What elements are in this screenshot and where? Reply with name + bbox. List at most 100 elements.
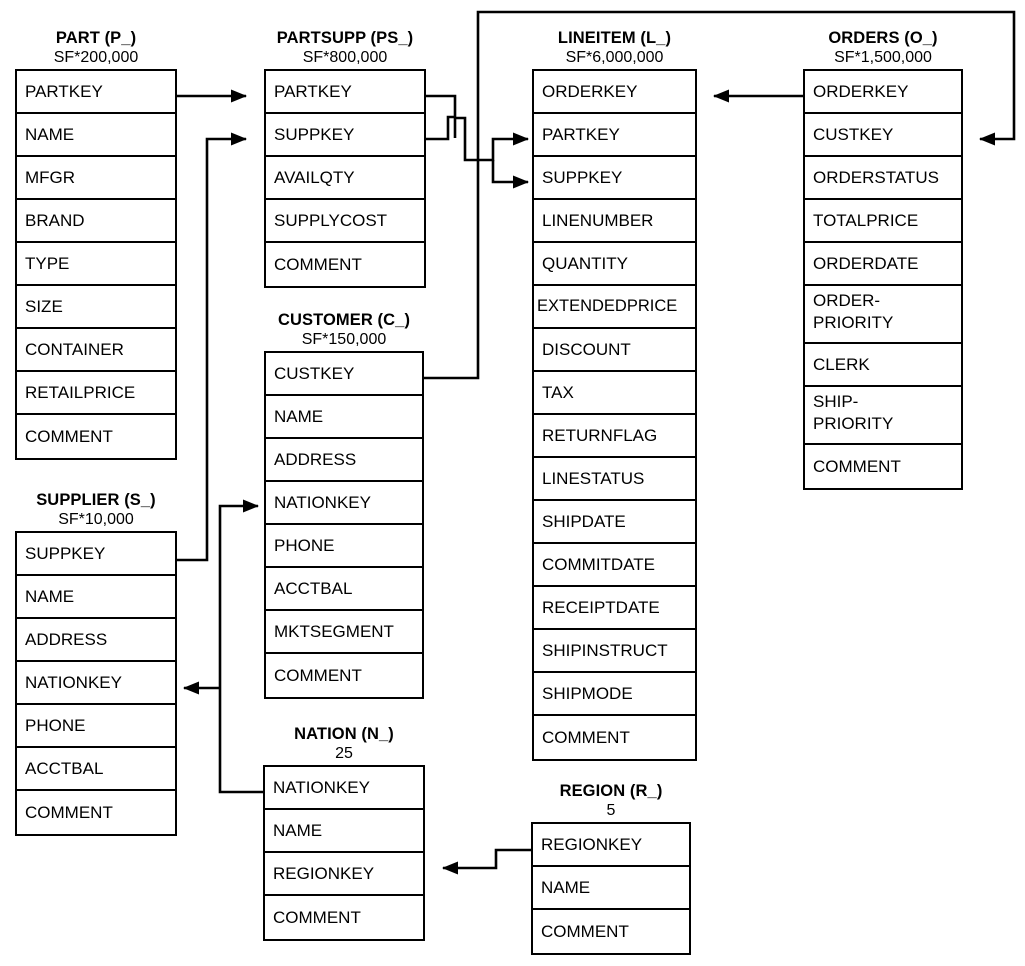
wire-partsupp-to-lineitem-partkey: [455, 116, 529, 162]
table-supplier-columns: SUPPKEY NAME ADDRESS NATIONKEY PHONE ACC…: [15, 531, 177, 836]
column-row[interactable]: ADDRESS: [266, 439, 422, 482]
column-row[interactable]: SUPPKEY: [266, 114, 424, 157]
column-row[interactable]: MKTSEGMENT: [266, 611, 422, 654]
column-row[interactable]: CUSTKEY: [266, 353, 422, 396]
table-customer-title: CUSTOMER (C_): [277, 311, 411, 329]
column-row[interactable]: RECEIPTDATE: [534, 587, 695, 630]
column-row[interactable]: PHONE: [266, 525, 422, 568]
column-row[interactable]: ORDERKEY: [805, 71, 961, 114]
column-row[interactable]: NATIONKEY: [266, 482, 422, 525]
wire-region-to-nation: [442, 848, 531, 875]
column-row[interactable]: SHIPINSTRUCT: [534, 630, 695, 673]
column-row[interactable]: NAME: [265, 810, 423, 853]
table-orders-cardinality: SF*1,500,000: [834, 49, 932, 66]
column-row[interactable]: SUPPKEY: [17, 533, 175, 576]
column-row[interactable]: ADDRESS: [17, 619, 175, 662]
table-supplier[interactable]: SUPPLIER (S_) SF*10,000 SUPPKEY NAME ADD…: [15, 490, 177, 836]
column-row[interactable]: BRAND: [17, 200, 175, 243]
table-partsupp[interactable]: PARTSUPP (PS_) SF*800,000 PARTKEY SUPPKE…: [264, 28, 426, 288]
column-row[interactable]: REGIONKEY: [265, 853, 423, 896]
column-row[interactable]: RETURNFLAG: [534, 415, 695, 458]
column-row[interactable]: ORDERDATE: [805, 243, 961, 286]
column-row[interactable]: RETAILPRICE: [17, 372, 175, 415]
wire-supplier-to-partsupp: [177, 132, 247, 562]
column-row[interactable]: EXTENDEDPRICE: [534, 286, 695, 329]
column-row[interactable]: PHONE: [17, 705, 175, 748]
column-row[interactable]: TOTALPRICE: [805, 200, 961, 243]
column-row[interactable]: SHIPDATE: [534, 501, 695, 544]
table-lineitem[interactable]: LINEITEM (L_) SF*6,000,000 ORDERKEY PART…: [532, 28, 697, 761]
column-row-line: PRIORITY: [813, 313, 894, 332]
column-row[interactable]: DISCOUNT: [534, 329, 695, 372]
table-supplier-title: SUPPLIER (S_): [36, 491, 156, 509]
column-row[interactable]: TYPE: [17, 243, 175, 286]
table-region[interactable]: REGION (R_) 5 REGIONKEY NAME COMMENT: [531, 781, 691, 955]
column-row[interactable]: COMMENT: [813, 456, 901, 476]
table-part-columns: PARTKEY NAME MFGR BRAND TYPE SIZE CONTAI…: [15, 69, 177, 460]
column-row[interactable]: PARTKEY: [266, 71, 424, 114]
column-row[interactable]: SUPPLYCOST: [266, 200, 424, 243]
column-row[interactable]: COMMITDATE: [534, 544, 695, 587]
table-partsupp-title: PARTSUPP (PS_): [276, 29, 414, 47]
column-row[interactable]: AVAILQTY: [266, 157, 424, 200]
column-row[interactable]: NAME: [17, 576, 175, 619]
column-row[interactable]: PARTKEY: [17, 71, 175, 114]
table-customer-cardinality: SF*150,000: [301, 331, 387, 348]
table-nation-cardinality: 25: [335, 745, 353, 762]
column-row[interactable]: SUPPKEY: [534, 157, 695, 200]
table-nation[interactable]: NATION (N_) 25 NATIONKEY NAME REGIONKEY …: [263, 724, 425, 941]
table-part-cardinality: SF*200,000: [53, 49, 139, 66]
wire-partsupp-suppkey-stub: [426, 115, 455, 141]
column-row[interactable]: SHIP-PRIORITY: [805, 387, 961, 445]
table-nation-title: NATION (N_): [294, 725, 394, 743]
column-row[interactable]: ORDERSTATUS: [805, 157, 961, 200]
column-row[interactable]: NAME: [266, 396, 422, 439]
table-partsupp-cardinality: SF*800,000: [302, 49, 388, 66]
column-row[interactable]: COMMENT: [25, 802, 113, 822]
column-row[interactable]: COMMENT: [273, 907, 361, 927]
table-orders-columns: ORDERKEY CUSTKEY ORDERSTATUS TOTALPRICE …: [803, 69, 963, 490]
column-row[interactable]: NATIONKEY: [17, 662, 175, 705]
table-region-columns: REGIONKEY NAME COMMENT: [531, 822, 691, 955]
column-row[interactable]: ORDER-PRIORITY: [805, 286, 961, 344]
column-row[interactable]: ORDERKEY: [534, 71, 695, 114]
table-lineitem-cardinality: SF*6,000,000: [565, 49, 664, 66]
column-row[interactable]: COMMENT: [541, 921, 629, 941]
table-lineitem-title: LINEITEM (L_): [557, 29, 672, 47]
column-row[interactable]: SHIPMODE: [534, 673, 695, 716]
table-part-title: PART (P_): [55, 29, 137, 47]
column-row[interactable]: COMMENT: [542, 727, 630, 747]
column-row[interactable]: NAME: [17, 114, 175, 157]
wire-partsupp-to-lineitem-suppkey: [491, 160, 529, 189]
column-row[interactable]: CUSTKEY: [805, 114, 961, 157]
column-row[interactable]: MFGR: [17, 157, 175, 200]
wire-partsupp-partkey-stub: [426, 94, 457, 138]
table-customer[interactable]: CUSTOMER (C_) SF*150,000 CUSTKEY NAME AD…: [264, 310, 424, 699]
table-partsupp-columns: PARTKEY SUPPKEY AVAILQTY SUPPLYCOST COMM…: [264, 69, 426, 288]
column-row[interactable]: ACCTBAL: [17, 748, 175, 791]
column-row[interactable]: NATIONKEY: [265, 767, 423, 810]
column-row[interactable]: COMMENT: [25, 426, 113, 446]
column-row[interactable]: PARTKEY: [534, 114, 695, 157]
table-supplier-cardinality: SF*10,000: [58, 511, 134, 528]
table-orders[interactable]: ORDERS (O_) SF*1,500,000 ORDERKEY CUSTKE…: [803, 28, 963, 490]
wire-nation-to-customer: [218, 499, 263, 794]
column-row[interactable]: CONTAINER: [17, 329, 175, 372]
column-row[interactable]: CLERK: [805, 344, 961, 387]
column-row[interactable]: QUANTITY: [534, 243, 695, 286]
column-row[interactable]: LINENUMBER: [534, 200, 695, 243]
column-row-line: SHIP-: [813, 392, 859, 411]
column-row[interactable]: ACCTBAL: [266, 568, 422, 611]
table-nation-columns: NATIONKEY NAME REGIONKEY COMMENT: [263, 765, 425, 941]
table-part[interactable]: PART (P_) SF*200,000 PARTKEY NAME MFGR B…: [15, 28, 177, 460]
column-row[interactable]: COMMENT: [274, 254, 362, 274]
column-row[interactable]: COMMENT: [274, 665, 362, 685]
column-row[interactable]: REGIONKEY: [533, 824, 689, 867]
table-region-cardinality: 5: [606, 802, 616, 819]
column-row[interactable]: SIZE: [17, 286, 175, 329]
table-region-title: REGION (R_): [559, 782, 663, 800]
column-row[interactable]: TAX: [534, 372, 695, 415]
column-row[interactable]: LINESTATUS: [534, 458, 695, 501]
column-row[interactable]: NAME: [533, 867, 689, 910]
